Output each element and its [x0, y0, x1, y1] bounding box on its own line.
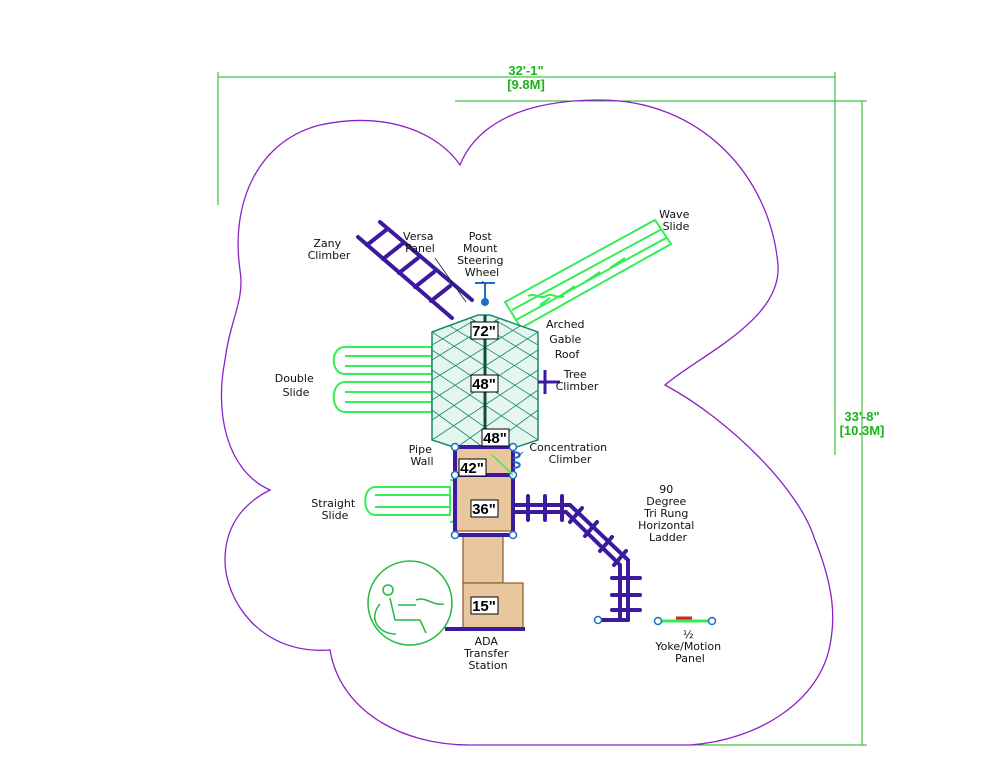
- height-72-label: 72": [472, 323, 496, 340]
- yoke-panel-label: ½ Yoke/Motion Panel: [654, 628, 724, 665]
- height-15-label: 15": [472, 598, 496, 615]
- gable-roof-label: Arched Gable Roof: [546, 318, 588, 361]
- yoke-motion-panel: [653, 616, 717, 626]
- straight-slide: [364, 479, 466, 523]
- tree-climber: [538, 370, 560, 394]
- height-markers: [458, 321, 510, 615]
- ada-wheelchair-icon: [367, 560, 453, 646]
- concentration-climber-label: Concentration Climber: [529, 441, 610, 466]
- height-36-label: 36": [472, 501, 496, 518]
- safety-zone-boundary: [220, 99, 834, 746]
- ada-station-label: ADA Transfer Station: [463, 635, 512, 672]
- label-leaders: [434, 257, 524, 457]
- double-slide: [332, 346, 433, 413]
- height-42-label: 42": [460, 460, 484, 477]
- dimension-lines: [217, 72, 867, 746]
- steering-wheel-label: Post Mount Steering Wheel: [457, 230, 507, 279]
- zany-climber: [356, 220, 474, 320]
- pipe-wall-label: Pipe Wall: [409, 443, 436, 468]
- wave-slide-label: Wave Slide: [659, 208, 693, 233]
- horizontal-ladder-label: 90 Degree Tri Rung Horizontal Ladder: [638, 483, 698, 544]
- width-meters-label: [9.8M]: [507, 77, 545, 92]
- double-slide-label: Double Slide: [275, 372, 317, 399]
- horizontal-ladder: [511, 494, 642, 625]
- steering-wheel: [475, 282, 495, 306]
- versa-panel-label: Versa Panel: [403, 230, 437, 255]
- wave-slide: [503, 218, 673, 330]
- height-meters-label: [10.3M]: [840, 423, 885, 438]
- height-48-label: 48": [472, 376, 496, 393]
- zany-climber-label: Zany Climber: [308, 237, 351, 262]
- height-feet-label: 33'-8": [844, 409, 879, 424]
- tree-climber-label: Tree Climber: [556, 368, 599, 393]
- straight-slide-label: Straight Slide: [311, 497, 358, 522]
- height-48-deck-label: 48": [483, 430, 507, 447]
- width-feet-label: 32'-1": [508, 63, 543, 78]
